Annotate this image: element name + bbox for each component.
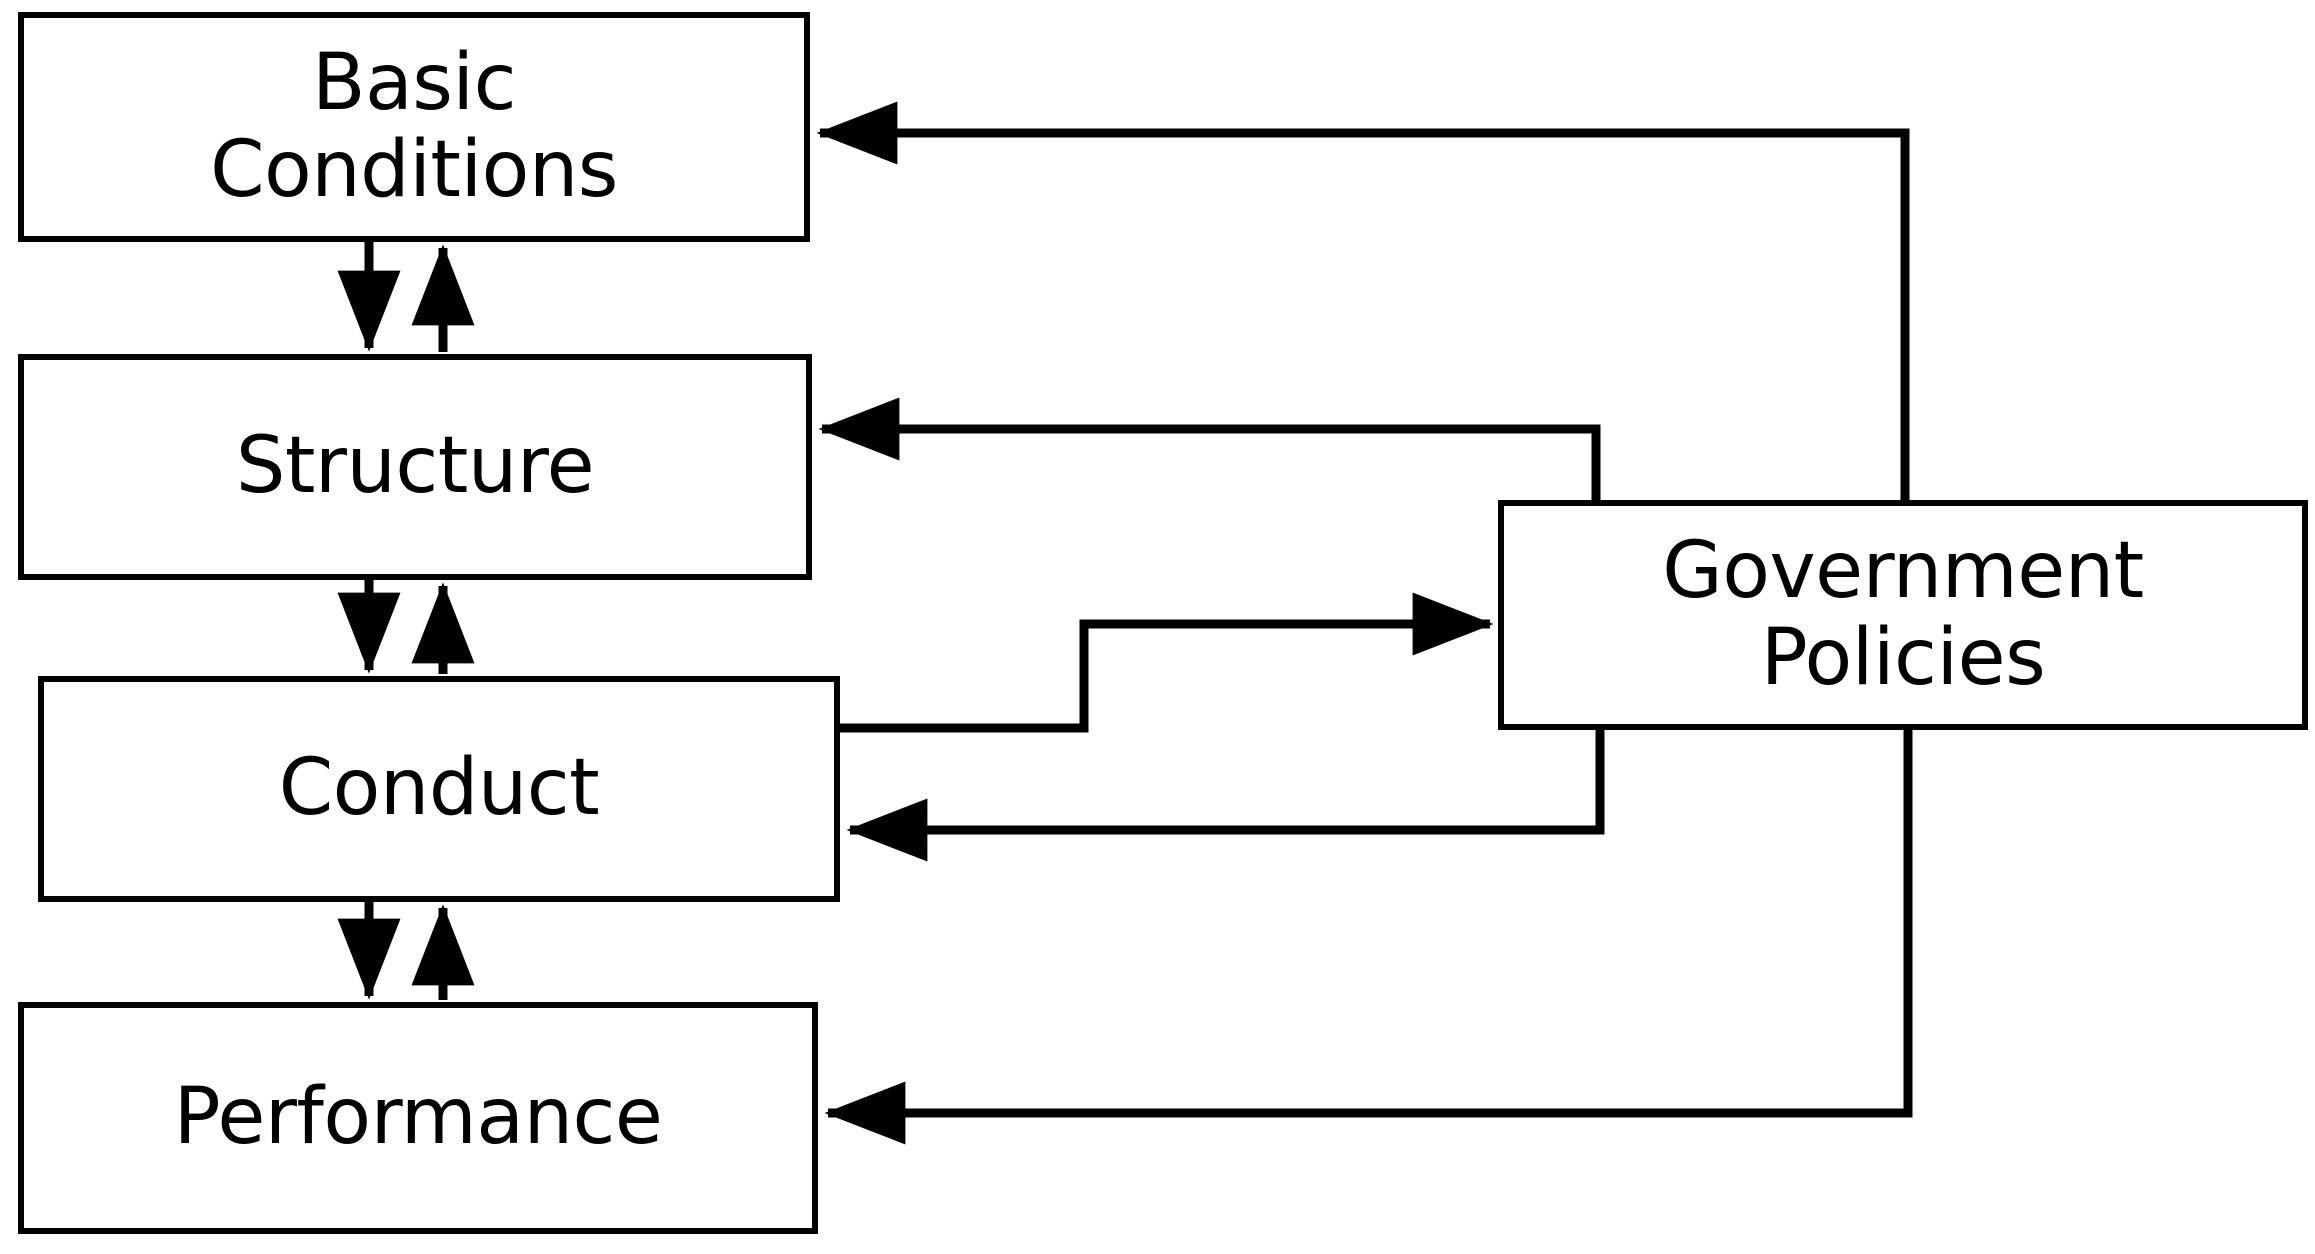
node-performance-label: Performance bbox=[173, 1072, 663, 1163]
edge-policies-to-performance bbox=[824, 730, 1913, 1145]
node-conduct[interactable]: Conduct bbox=[38, 676, 840, 902]
node-structure[interactable]: Structure bbox=[18, 354, 812, 580]
edge-policies-to-basic bbox=[816, 101, 1910, 500]
node-basic-conditions[interactable]: Basic Conditions bbox=[18, 12, 810, 242]
edge-policies-to-conduct bbox=[846, 730, 1605, 862]
node-performance[interactable]: Performance bbox=[18, 1002, 818, 1234]
node-structure-label: Structure bbox=[235, 421, 595, 512]
edge-policies-to-structure bbox=[818, 397, 1601, 500]
node-conduct-label: Conduct bbox=[278, 743, 600, 834]
node-government-policies[interactable]: Government Policies bbox=[1498, 500, 2308, 730]
node-government-policies-label: Government Policies bbox=[1662, 525, 2144, 703]
edge-conduct-to-policies bbox=[840, 592, 1494, 733]
node-basic-conditions-label: Basic Conditions bbox=[210, 37, 618, 215]
